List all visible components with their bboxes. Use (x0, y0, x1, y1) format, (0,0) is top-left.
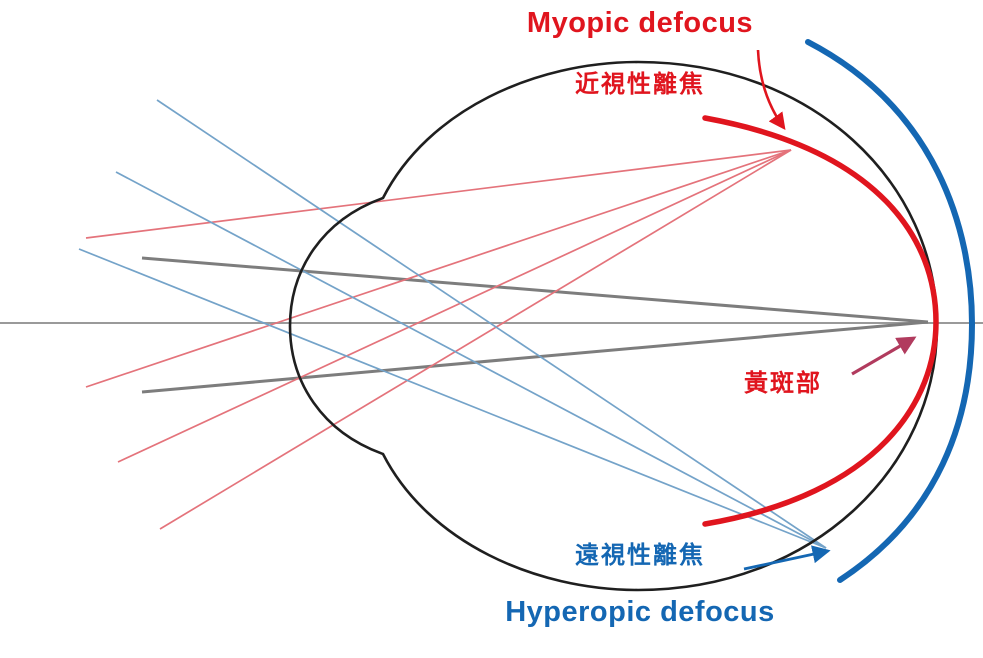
myopic-ray-bundle (85, 149, 792, 530)
hyperopic-ray-2 (115, 171, 827, 549)
hyperopic-ray-3 (78, 248, 827, 549)
hyperopic-ray-1 (156, 99, 827, 549)
hyperopic-defocus-arrow (743, 545, 831, 571)
myopic-ray-4 (159, 149, 792, 530)
macula-label: 黃斑部 (744, 370, 822, 397)
eye-outline (288, 60, 939, 592)
myopic-defocus-label-en: Myopic defocus (526, 7, 754, 39)
myopic-ray-3 (117, 149, 792, 463)
hyperopic-defocus-label-zh: 遠視性離焦 (575, 542, 705, 569)
gray-ray-lower (141, 320, 929, 394)
myopic-defocus-arrow (756, 49, 786, 131)
hyperopic-image-shell-arc (805, 39, 976, 583)
myopic-image-shell-arc (702, 115, 939, 527)
myopic-ray-2 (85, 149, 792, 388)
hyperopic-defocus-label-en: Hyperopic defocus (505, 596, 775, 628)
myopic-ray-1 (85, 149, 792, 239)
macula-arrow (851, 336, 917, 376)
myopic-defocus-label-zh: 近視性離焦 (575, 71, 705, 98)
hyperopic-ray-bundle (78, 99, 827, 549)
gray-ray-upper (141, 256, 929, 324)
